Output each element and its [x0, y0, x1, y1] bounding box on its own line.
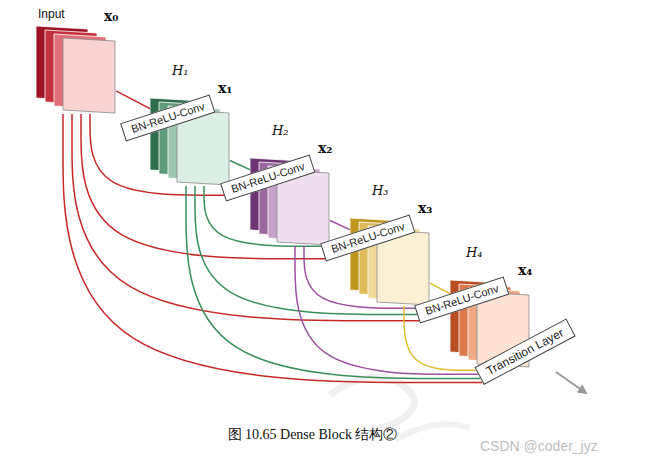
feature-map-layer [63, 38, 115, 113]
figure-caption: 图 10.65 Dense Block 结构② [228, 427, 398, 442]
function-label: H₁ [170, 64, 191, 79]
dense-connection [186, 186, 480, 378]
function-label: H₃ [370, 184, 391, 199]
feature-map-layer [177, 110, 229, 185]
feature-map-layer [377, 230, 429, 305]
watermark-swirl [395, 424, 470, 440]
dense-connection [63, 114, 482, 383]
feature-map-layer [277, 170, 329, 245]
feature-map-label: x₂ [316, 140, 334, 156]
dense-connection [430, 283, 450, 294]
input-label: Input [36, 8, 67, 22]
feature-map-label: x₄ [516, 262, 534, 278]
feature-map-stack: Inputx₀ [36, 26, 116, 114]
feature-map-label: x₃ [416, 200, 434, 216]
function-label: H₂ [270, 124, 291, 139]
watermark: CSDN @coder_jyz [480, 438, 598, 454]
function-label: H₄ [464, 246, 485, 261]
dense-connection [72, 114, 419, 321]
feature-map-layers [36, 26, 116, 114]
output-arrow [556, 372, 586, 393]
feature-map-label: x₀ [102, 8, 120, 24]
watermark-swirl [330, 377, 415, 430]
feature-map-label: x₁ [216, 80, 234, 96]
